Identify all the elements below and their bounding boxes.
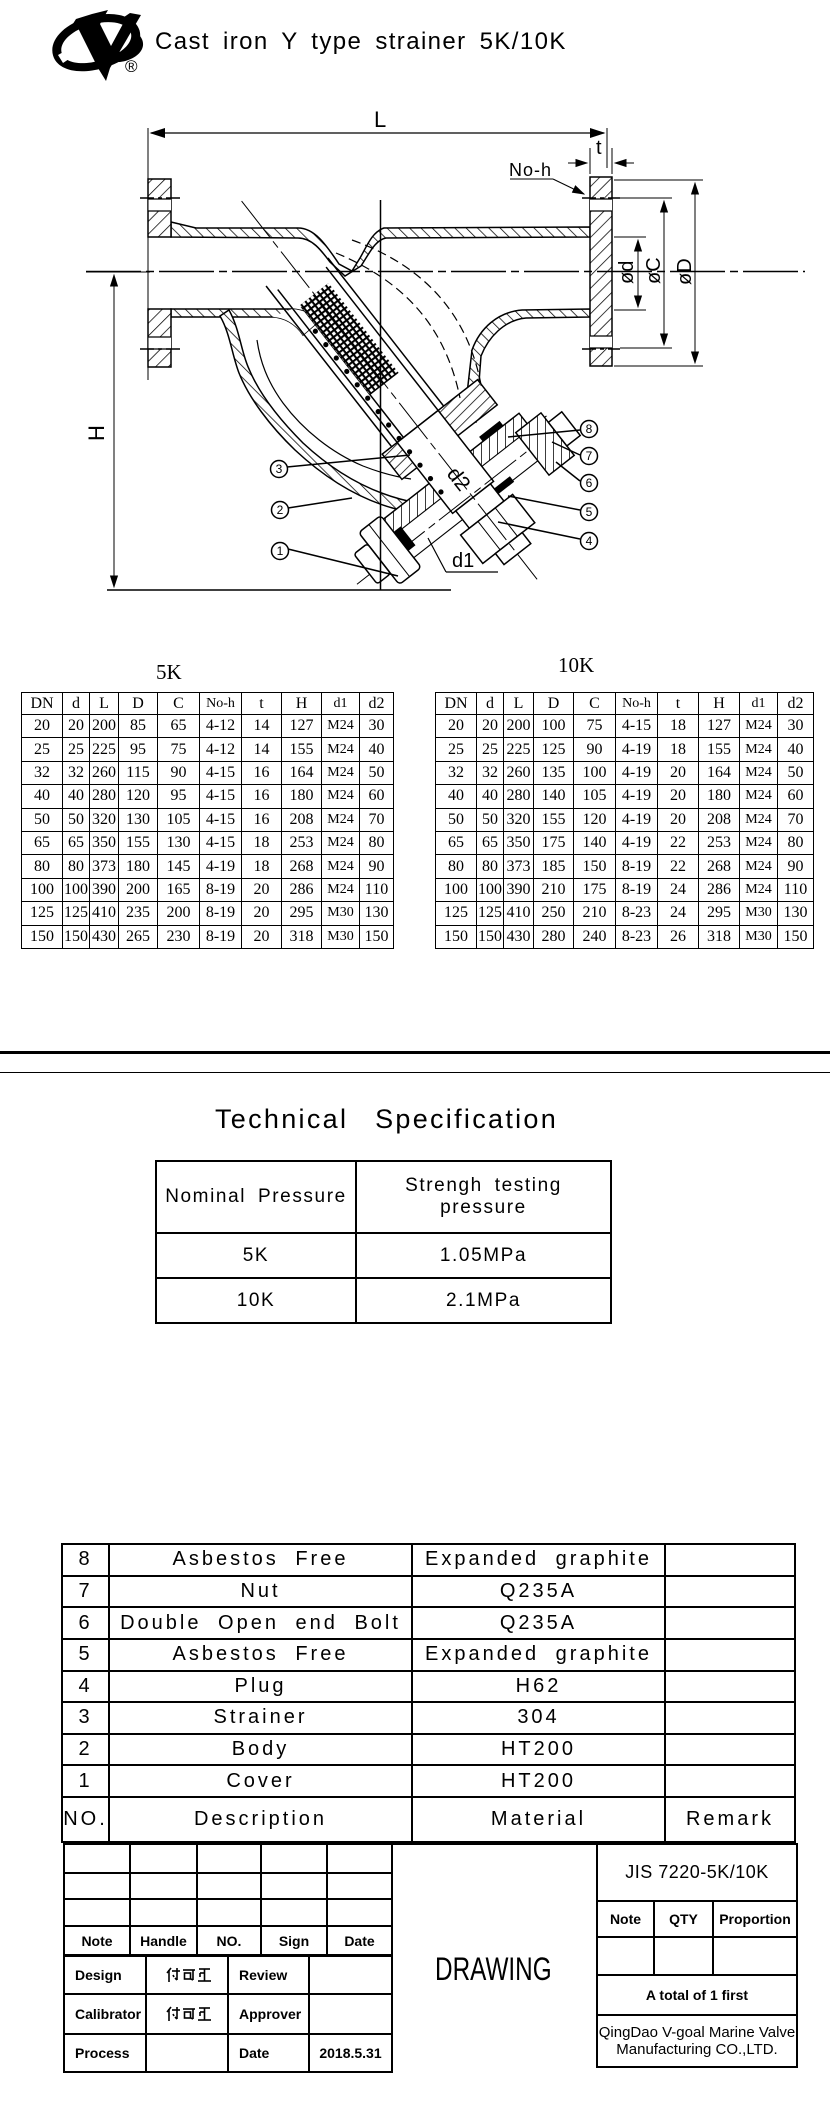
svg-text:øC: øC (643, 257, 665, 284)
svg-text:L: L (374, 107, 386, 132)
svg-text:d1: d1 (452, 550, 474, 572)
svg-text:1: 1 (277, 544, 284, 558)
svg-text:t: t (596, 137, 602, 159)
svg-text:4: 4 (586, 534, 593, 548)
svg-text:øD: øD (674, 258, 696, 285)
svg-text:5: 5 (586, 505, 593, 519)
svg-text:3: 3 (276, 462, 283, 476)
svg-text:6: 6 (586, 476, 593, 490)
svg-text:No-h: No-h (509, 160, 552, 180)
svg-text:2: 2 (277, 503, 284, 517)
svg-text:7: 7 (586, 449, 593, 463)
svg-text:ød: ød (616, 261, 638, 284)
svg-text:®: ® (125, 57, 138, 76)
svg-text:H: H (84, 425, 109, 441)
svg-text:8: 8 (586, 422, 593, 436)
